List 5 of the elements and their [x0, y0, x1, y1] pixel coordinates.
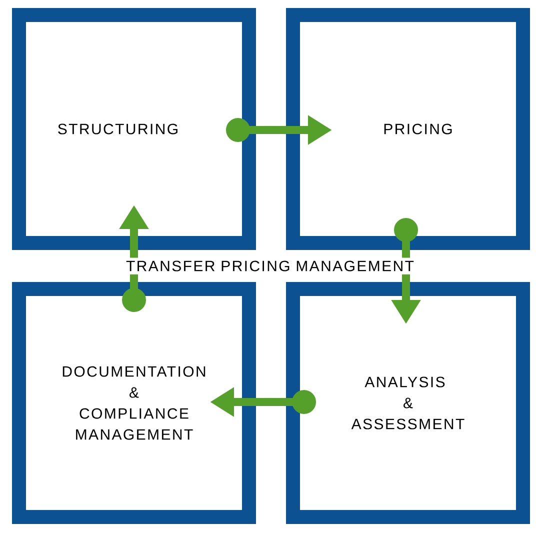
- process-box: ANALYSIS & ASSESSMENT: [286, 282, 530, 524]
- process-box: STRUCTURING: [12, 8, 256, 250]
- process-box: PRICING: [286, 8, 530, 250]
- title: TRANSFER PRICING MANAGEMENT: [123, 258, 417, 274]
- process-box: DOCUMENTATION & COMPLIANCE MANAGEMENT: [12, 282, 256, 524]
